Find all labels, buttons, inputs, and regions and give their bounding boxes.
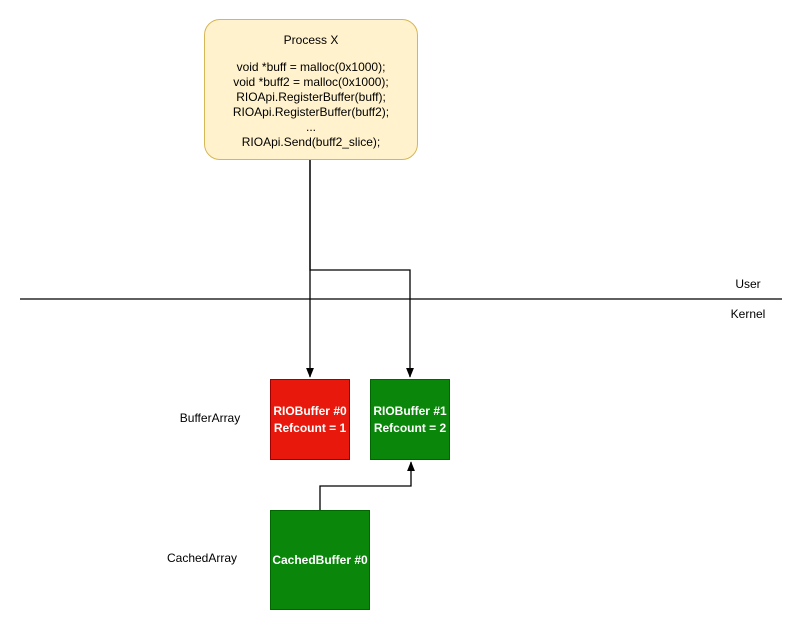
- process-x-title: Process X: [283, 33, 339, 47]
- buffer-array-label: BufferArray: [179, 411, 241, 425]
- rio-buffer-0-title: RIOBuffer #0: [273, 403, 347, 418]
- cached-array-label: CachedArray: [166, 551, 238, 565]
- rio-buffer-0-refcount: Refcount = 1: [273, 420, 347, 435]
- rio-buffer-0-node: RIOBuffer #0 Refcount = 1: [270, 379, 350, 460]
- process-x-node: Process X void *buff = malloc(0x1000); v…: [204, 19, 418, 160]
- code-line-5: RIOApi.Send(buff2_slice);: [241, 135, 381, 149]
- code-line-1: void *buff = malloc(0x1000);: [236, 60, 386, 74]
- kernel-space-label: Kernel: [730, 307, 766, 321]
- code-line-2: void *buff2 = malloc(0x1000);: [233, 75, 389, 89]
- rio-buffer-1-title: RIOBuffer #1: [373, 403, 447, 418]
- user-space-label: User: [735, 277, 761, 291]
- arrow-cachedbuffer0-to-riobuffer1: [319, 461, 415, 510]
- code-line-ellipsis: ...: [305, 120, 316, 134]
- code-line-4: RIOApi.RegisterBuffer(buff2);: [232, 105, 390, 119]
- code-line-3: RIOApi.RegisterBuffer(buff);: [236, 90, 386, 104]
- cached-buffer-0-title: CachedBuffer #0: [272, 552, 368, 567]
- rio-buffer-1-node: RIOBuffer #1 Refcount = 2: [370, 379, 450, 460]
- process-x-code-block: void *buff = malloc(0x1000); void *buff2…: [205, 60, 417, 150]
- rio-buffer-1-refcount: Refcount = 2: [373, 420, 447, 435]
- cached-buffer-0-node: CachedBuffer #0: [270, 510, 370, 610]
- arrow-process-to-riobuffer1: [309, 160, 414, 378]
